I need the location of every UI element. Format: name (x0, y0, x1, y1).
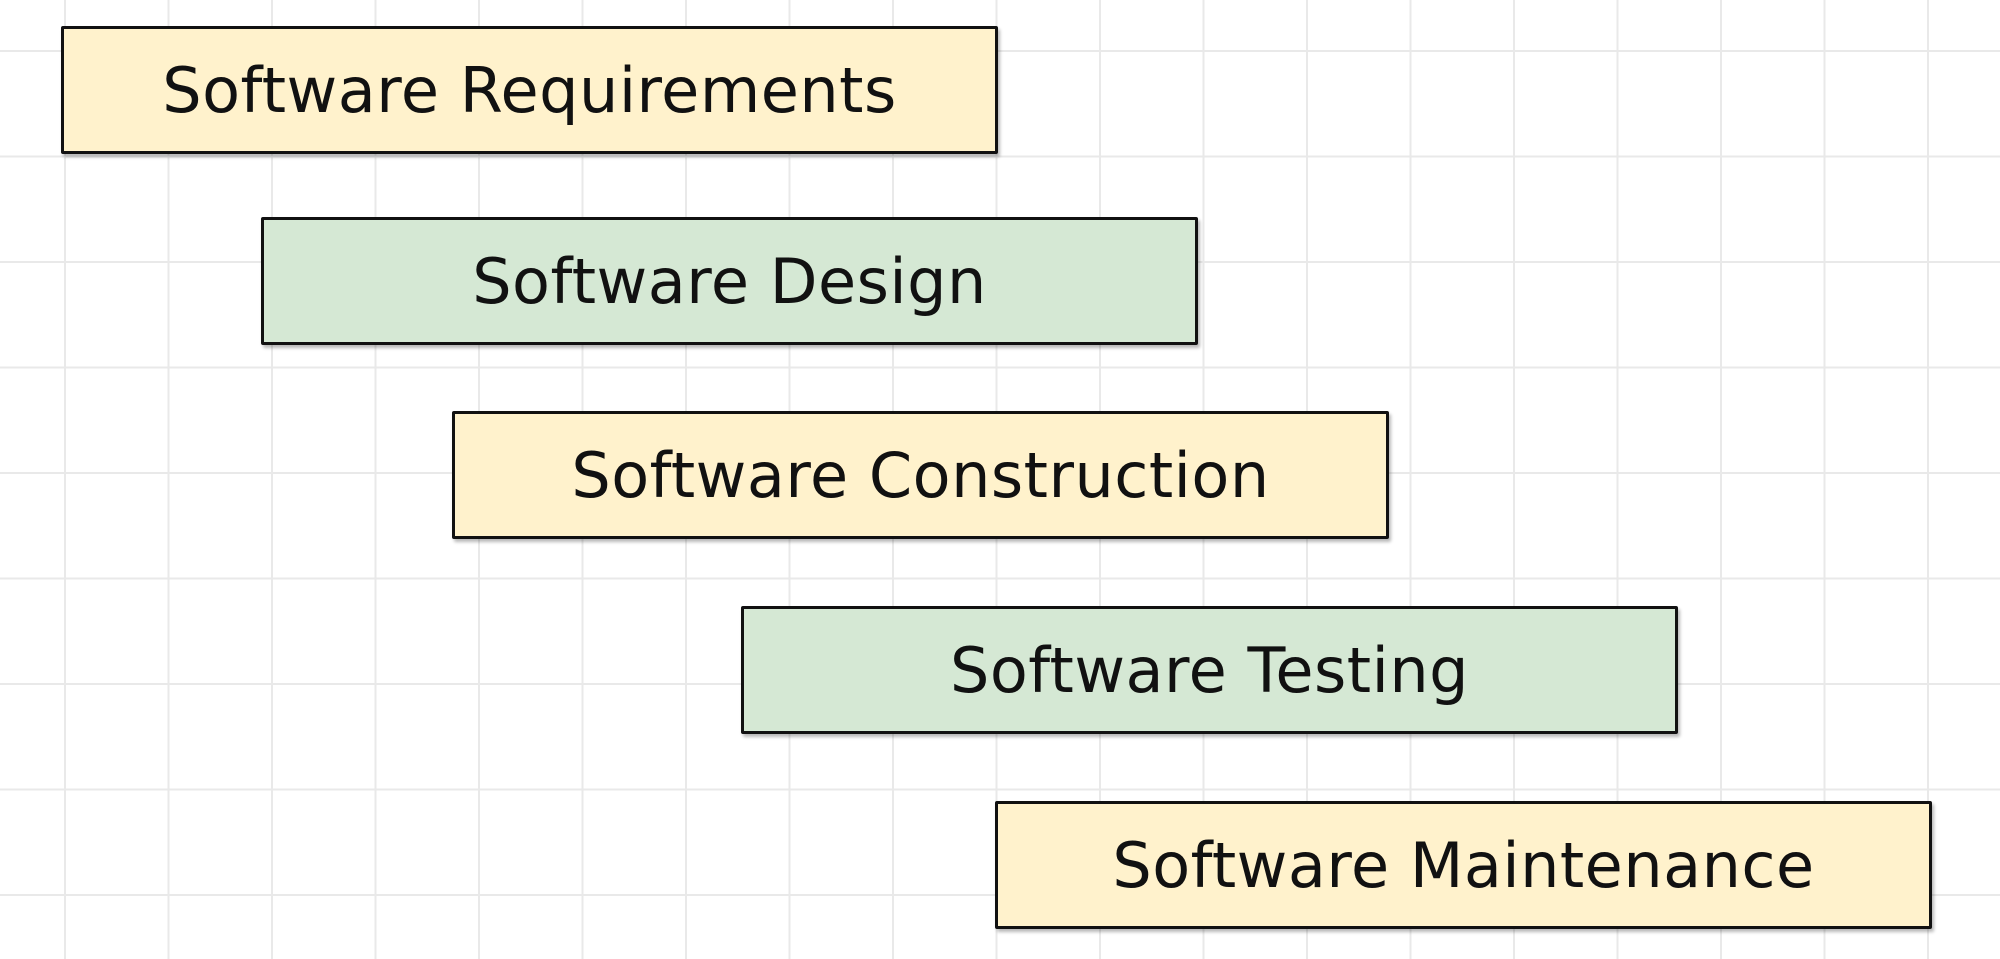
stage-label: Software Design (472, 244, 987, 318)
stage-label: Software Requirements (162, 53, 897, 127)
stage-software-testing[interactable]: Software Testing (741, 606, 1678, 734)
stage-label: Software Construction (571, 438, 1270, 512)
stage-software-construction[interactable]: Software Construction (452, 411, 1389, 539)
stage-label: Software Testing (950, 633, 1469, 707)
stage-label: Software Maintenance (1112, 828, 1815, 902)
stage-software-maintenance[interactable]: Software Maintenance (995, 801, 1932, 929)
stage-software-design[interactable]: Software Design (261, 217, 1198, 345)
stage-software-requirements[interactable]: Software Requirements (61, 26, 998, 154)
